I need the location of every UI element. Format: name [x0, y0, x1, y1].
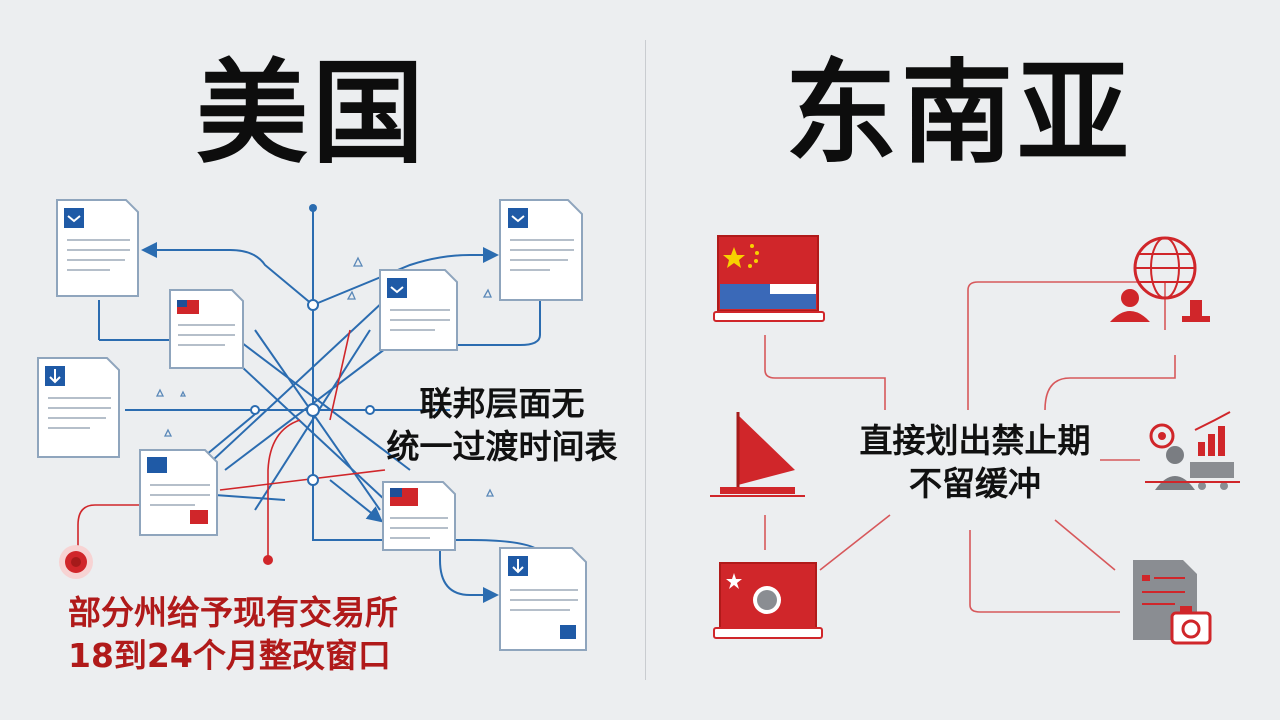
us-red-caption-line-1: 部分州给予现有交易所	[68, 593, 398, 632]
us-panel: 美国	[37, 49, 632, 678]
document-center-icon	[379, 269, 458, 351]
sea-caption-line-2: 不留缓冲	[909, 463, 1041, 503]
us-flag-document-right-icon	[382, 481, 456, 551]
red-origin-marker-icon	[59, 545, 93, 579]
flag-camera-panel-icon	[713, 562, 823, 639]
network-lines	[98, 208, 553, 603]
sea-title: 东南亚	[785, 49, 1133, 179]
us-red-caption: 部分州给予现有交易所 18到24个月整改窗口	[68, 592, 398, 678]
document-top-right-icon	[499, 199, 583, 301]
chart-document-icon	[139, 449, 218, 536]
us-network-diagram	[37, 199, 587, 651]
document-camera-icon	[1133, 560, 1212, 645]
sea-panel: 东南亚	[650, 0, 1280, 720]
china-flag-laptop-icon	[713, 235, 825, 322]
document-bottom-right-icon	[499, 547, 587, 651]
red-lines	[77, 329, 386, 560]
us-caption-line-2: 统一过渡时间表	[386, 426, 618, 466]
sparkle-decorations	[155, 256, 495, 497]
document-mid-left-icon	[37, 357, 120, 458]
red-end-node	[263, 555, 273, 565]
us-flag-document-left-icon	[169, 289, 244, 369]
us-title: 美国	[196, 49, 428, 179]
us-center-caption: 联邦层面无 统一过渡时间表	[372, 383, 632, 469]
us-red-caption-line-2: 18到24个月整改窗口	[68, 635, 391, 675]
network-top-node	[309, 204, 317, 212]
sea-caption-line-1: 直接划出禁止期	[859, 421, 1091, 460]
sea-center-caption: 直接划出禁止期 不留缓冲	[825, 420, 1125, 506]
sea-connector-lines	[764, 281, 1176, 613]
document-top-left-icon	[56, 199, 139, 297]
us-caption-line-1: 联邦层面无	[419, 384, 585, 423]
sea-network-diagram	[710, 235, 1240, 645]
warning-sail-icon	[710, 412, 805, 497]
panel-divider	[645, 40, 646, 680]
business-chart-icon	[1145, 411, 1240, 490]
globe-user-icon	[1110, 236, 1210, 322]
